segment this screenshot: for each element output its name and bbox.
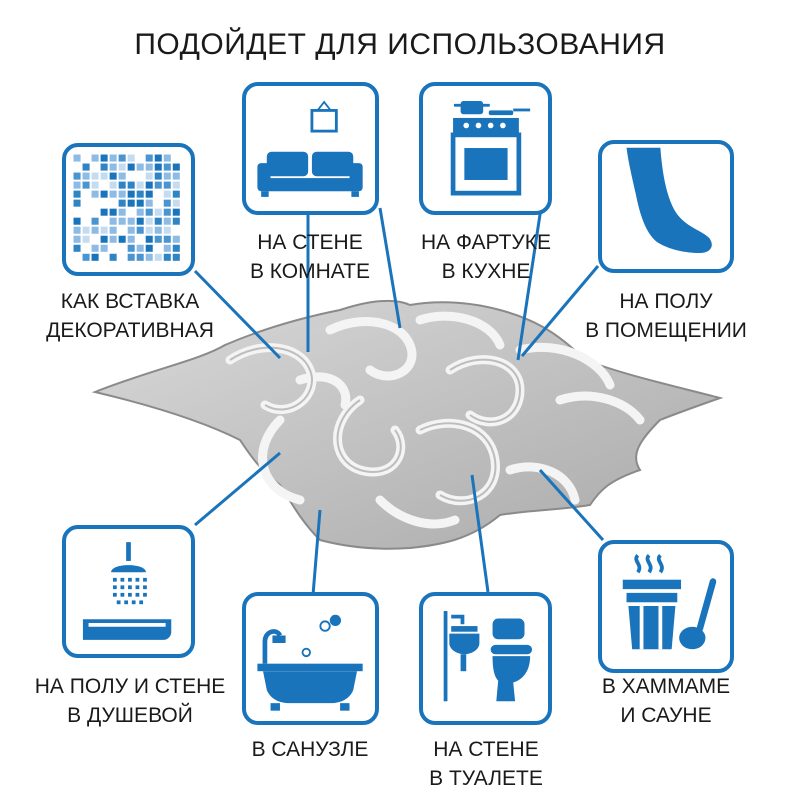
shower-tray-icon: [82, 542, 172, 640]
foot-icon: [626, 147, 712, 254]
toilet-sink-icon: [443, 611, 533, 702]
sofa-picture-icon: [257, 100, 363, 197]
usage-card-shower: [62, 525, 195, 658]
usage-card-floor: [598, 140, 734, 273]
mosaic-grid-icon: [73, 154, 180, 261]
stove-pot-icon: [450, 101, 531, 196]
bathtub-icon: [257, 614, 363, 711]
usage-card-insert: [62, 143, 195, 276]
usage-card-kitchen: [419, 82, 552, 215]
usage-card-bathroom: [242, 592, 379, 725]
sauna-bucket-icon: [622, 553, 717, 650]
usage-card-sauna: [598, 540, 734, 673]
usage-card-room: [242, 82, 379, 215]
usage-label-bathroom: В САНУЗЛЕ: [251, 738, 369, 761]
page-title: ПОДОЙДЕТ ДЛЯ ИСПОЛЬЗОВАНИЯ: [134, 28, 666, 61]
usage-card-toilet: [419, 592, 552, 725]
